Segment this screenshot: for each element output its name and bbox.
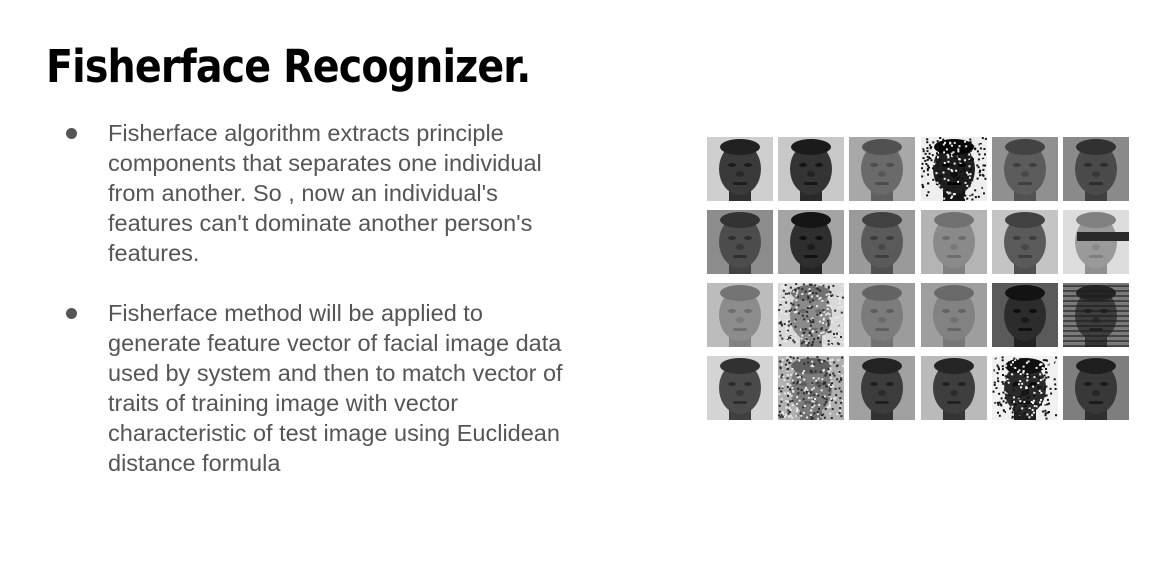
- face-image-grid: [707, 137, 1129, 421]
- bullet-line: distance formula: [108, 450, 281, 476]
- bullet-line: from another. So , now an individual's: [108, 180, 498, 206]
- face-thumbnail: [778, 210, 845, 274]
- bullet-line: features.: [108, 240, 200, 266]
- face-thumbnail: [991, 137, 1058, 201]
- face-thumbnail: [920, 356, 987, 420]
- face-thumbnail: [1062, 137, 1129, 201]
- bullet-list: Fisherface algorithm extracts principle …: [62, 118, 662, 508]
- bullet-line: features can't dominate another person's: [108, 210, 533, 236]
- face-thumbnail: [849, 356, 916, 420]
- face-thumbnail: [849, 137, 916, 201]
- face-thumbnail: [849, 210, 916, 274]
- bullet-item: Fisherface method will be applied to gen…: [62, 298, 662, 478]
- face-thumbnail: [778, 356, 845, 420]
- face-thumbnail: [920, 283, 987, 347]
- face-thumbnail: [707, 137, 773, 201]
- face-thumbnail: [707, 210, 773, 274]
- face-thumbnail: [1062, 356, 1129, 420]
- bullet-line: used by system and then to match vector …: [108, 360, 563, 386]
- bullet-line: components that separates one individual: [108, 150, 542, 176]
- face-thumbnail: [707, 356, 773, 420]
- bullet-item: Fisherface algorithm extracts principle …: [62, 118, 662, 268]
- face-thumbnail: [849, 283, 916, 347]
- face-thumbnail: [991, 210, 1058, 274]
- bullet-line: Fisherface method will be applied to: [108, 300, 483, 326]
- face-thumbnail: [991, 356, 1058, 420]
- bullet-line: Fisherface algorithm extracts principle: [108, 120, 504, 146]
- face-thumbnail: [920, 137, 987, 201]
- face-thumbnail: [778, 283, 845, 347]
- bullet-dot-icon: [66, 128, 77, 139]
- face-thumbnail: [1062, 283, 1129, 347]
- slide-title: Fisherface Recognizer.: [46, 40, 531, 93]
- bullet-dot-icon: [66, 308, 77, 319]
- bullet-line: characteristic of test image using Eucli…: [108, 420, 560, 446]
- bullet-line: generate feature vector of facial image …: [108, 330, 562, 356]
- bullet-line: traits of training image with vector: [108, 390, 459, 416]
- face-thumbnail: [991, 283, 1058, 347]
- face-thumbnail: [778, 137, 845, 201]
- face-thumbnail: [707, 283, 773, 347]
- face-thumbnail: [920, 210, 987, 274]
- face-thumbnail: [1062, 210, 1129, 274]
